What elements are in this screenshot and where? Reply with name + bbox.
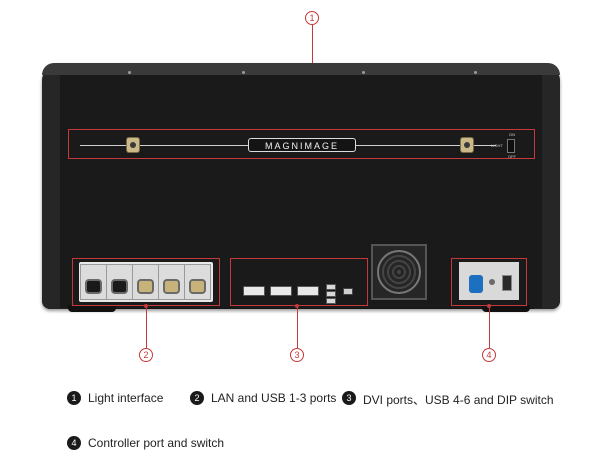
light-toggle-switch[interactable] [507,139,515,153]
usb-port-5[interactable] [326,291,336,297]
light-switch-off-label: OFF [508,154,516,159]
dvi-usb-dip-highlight [230,258,368,306]
legend-badge-2: 2 [190,391,204,405]
light-interface-highlight [68,129,535,159]
legend-badge-3: 3 [342,391,356,405]
callout-4-anchor [487,304,491,308]
callout-4-leader [489,306,490,348]
legend-text-1: Light interface [88,391,164,405]
rj45-icon [111,279,128,294]
usb-icon [163,279,180,294]
screw [474,71,477,74]
usb-icon [189,279,206,294]
rj45-icon [85,279,102,294]
lan-usb-highlight [72,258,220,306]
callout-3-leader [297,306,298,348]
legend-text-3: DVI ports、USB 4-6 and DIP switch [363,393,554,407]
power-connector-icon[interactable] [469,275,483,293]
dvi-port-3[interactable] [297,286,319,296]
screw [242,71,245,74]
dvi-port-1[interactable] [243,286,265,296]
callout-2-anchor [144,304,148,308]
screw [128,71,131,74]
usb-port-6[interactable] [326,298,336,304]
lan-port-2[interactable] [106,264,133,300]
fan-grille-icon [377,250,421,294]
light-connector-right-icon[interactable] [460,137,474,153]
callout-3-anchor [295,304,299,308]
legend-text-2: LAN and USB 1-3 ports [211,391,337,405]
lan-port-1[interactable] [80,264,107,300]
light-switch-light-label: LIGHT [491,143,503,148]
device-top-edge [42,63,560,75]
legend-text-4: Controller port and switch [88,436,225,450]
usb-port-4[interactable] [326,284,336,290]
usb-port-2[interactable] [158,264,185,300]
dvi-port-2[interactable] [270,286,292,296]
power-switch[interactable] [502,275,512,291]
light-connector-left-icon[interactable] [126,137,140,153]
ground-screw-icon [489,279,495,285]
light-switch-on-label: ON [509,132,515,137]
usb-icon [137,279,154,294]
screw [362,71,365,74]
device-foot-left [68,305,116,312]
cooling-fan-icon [371,244,427,300]
callout-3: 3 [290,348,304,362]
light-strip-line-left [80,145,248,146]
callout-2-leader [146,306,147,348]
device-foot-right [482,305,530,312]
light-strip-line-right [356,145,496,146]
callout-1: 1 [305,11,319,25]
brand-logo: MAGNIMAGE [248,138,356,152]
usb-port-3[interactable] [184,264,211,300]
legend-badge-4: 4 [67,436,81,450]
callout-2: 2 [139,348,153,362]
callout-4: 4 [482,348,496,362]
dip-switch[interactable] [343,288,353,295]
legend-badge-1: 1 [67,391,81,405]
usb-port-1[interactable] [132,264,159,300]
